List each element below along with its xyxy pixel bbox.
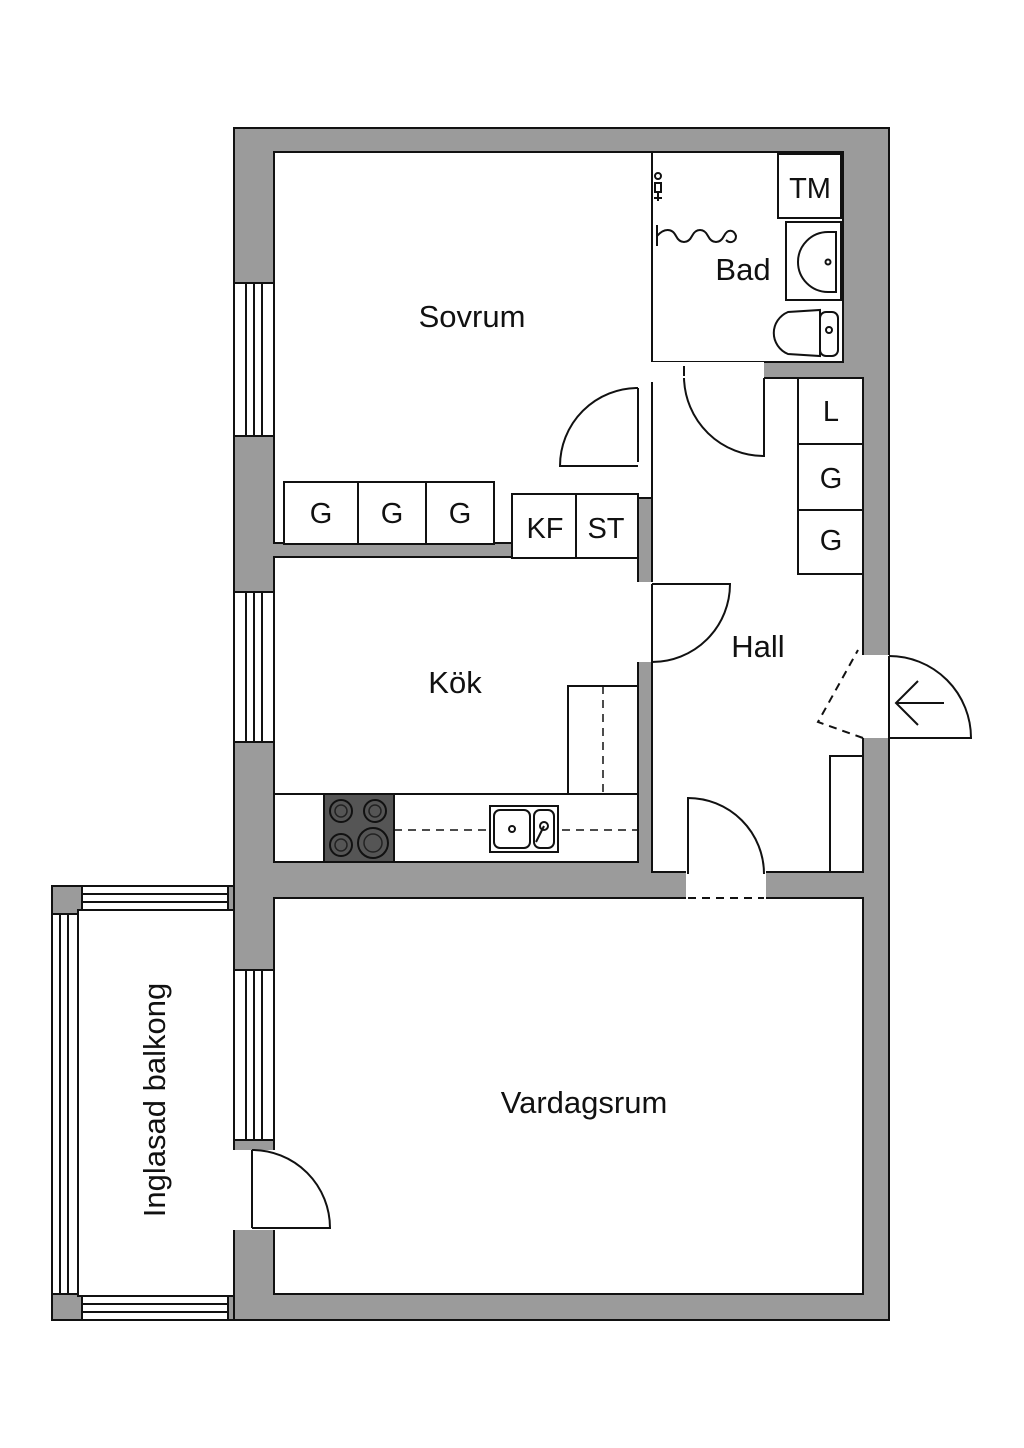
- closet-label: L: [823, 396, 839, 428]
- hall-closets: L G G: [797, 377, 864, 873]
- door-balcony: [251, 1149, 332, 1229]
- room-label-vardagsrum: Vardagsrum: [501, 1085, 668, 1120]
- window-vardagsrum: [233, 969, 275, 1141]
- door-openings: [230, 362, 892, 1230]
- washbasin-icon: [785, 221, 842, 301]
- window-balcony-top: [81, 885, 229, 911]
- entrance-arrow-icon: [894, 680, 944, 726]
- bathroom-fixtures: TM: [654, 153, 842, 358]
- room-label-balkong: Inglasad balkong: [137, 983, 172, 1217]
- door-sovrum: [558, 387, 639, 467]
- outer-wall: [233, 127, 890, 1321]
- drying-cabinet-label: TM: [789, 173, 831, 205]
- shower-icon: [654, 172, 738, 246]
- door-vardagsrum: [687, 796, 765, 899]
- doors: [251, 366, 973, 1229]
- storage-label: ST: [587, 513, 624, 545]
- windows: [51, 282, 275, 1321]
- door-bad: [683, 366, 765, 458]
- window-balcony-bottom: [81, 1295, 229, 1321]
- toilet-icon: [772, 308, 839, 358]
- room-label-bad: Bad: [715, 252, 770, 287]
- wardrobe-label: G: [310, 498, 333, 530]
- bedroom-wardrobes: G G G: [283, 481, 495, 545]
- window-sovrum: [233, 282, 275, 437]
- window-kok: [233, 591, 275, 743]
- wardrobe-label: G: [449, 498, 472, 530]
- stove-icon: [323, 793, 395, 863]
- door-entrance: [816, 649, 973, 739]
- sink-icon: [489, 805, 559, 853]
- fridge-freezer-label: KF: [526, 513, 563, 545]
- kitchen-counter: [273, 685, 639, 863]
- kitchen-units: KF ST: [511, 493, 639, 559]
- closet-label: G: [820, 463, 843, 495]
- door-kok: [651, 583, 732, 663]
- room-label-hall: Hall: [731, 629, 784, 664]
- room-label-sovrum: Sovrum: [419, 299, 526, 334]
- wardrobe-label: G: [381, 498, 404, 530]
- window-balcony-side: [51, 913, 79, 1295]
- closet-label: G: [820, 525, 843, 557]
- room-label-kok: Kök: [428, 665, 482, 700]
- room-labels: Sovrum Bad Kök Hall Vardagsrum Inglasad …: [137, 252, 785, 1217]
